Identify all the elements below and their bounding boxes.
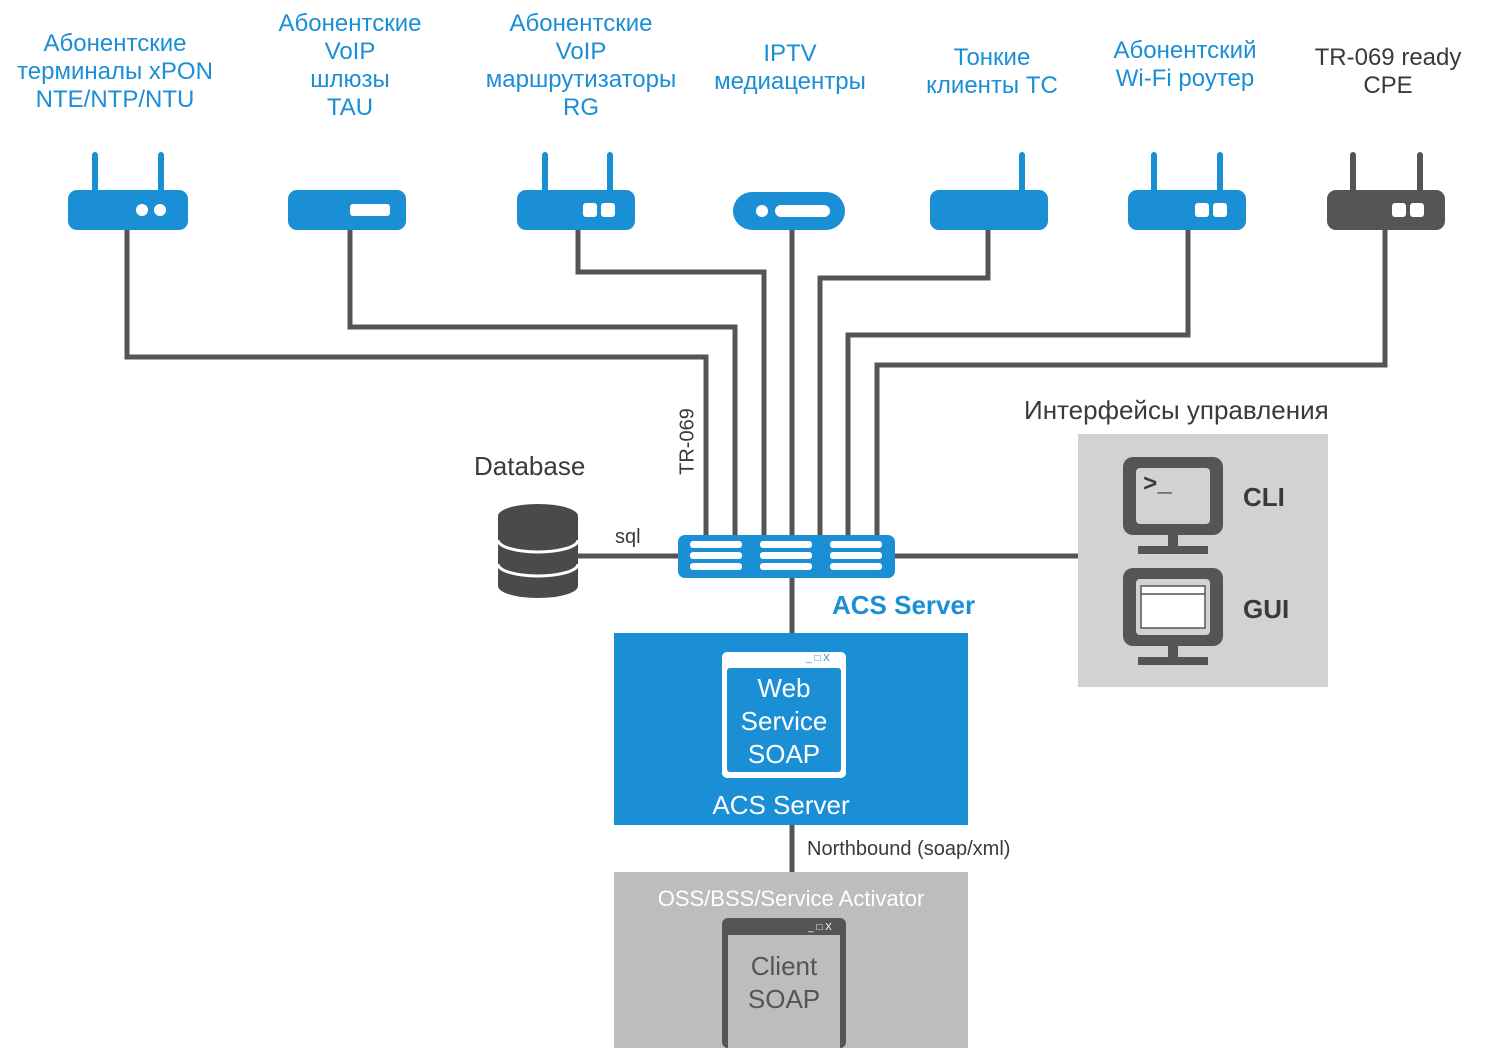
- wifi-router-icon: [1128, 152, 1246, 230]
- client-soap-window-controls: _ □ X: [808, 922, 832, 933]
- line-tc: [817, 228, 991, 540]
- client-soap-window: [722, 918, 846, 1048]
- management-title: Интерфейсы управления: [1024, 395, 1329, 425]
- database-icon: [496, 504, 580, 598]
- database-label: Database: [474, 451, 586, 481]
- voip-gateway-icon: [288, 190, 406, 230]
- tr069-label: TR-069: [676, 408, 699, 475]
- gui-monitor-icon: [1123, 568, 1223, 665]
- line-cpe: [874, 228, 1388, 540]
- acs-switch-icon: [678, 535, 895, 578]
- xpon-router-icon: [68, 152, 188, 230]
- voip-router-icon: [517, 152, 635, 230]
- cli-prompt: >_: [1143, 472, 1172, 499]
- cli-label: CLI: [1243, 482, 1285, 512]
- web-service-window-controls: _ □ X: [806, 653, 830, 664]
- line-wifi: [845, 228, 1191, 540]
- connection-lines: [124, 228, 1388, 872]
- iptv-mediacenter-icon: [733, 192, 845, 230]
- line-tau: [347, 228, 738, 540]
- northbound-label: Northbound (soap/xml): [807, 838, 1011, 860]
- cli-monitor-icon: [1123, 457, 1223, 554]
- line-xpon: [124, 228, 709, 540]
- cpe-router-icon: [1327, 152, 1445, 230]
- gui-label: GUI: [1243, 594, 1290, 624]
- thin-client-icon: [930, 152, 1048, 230]
- web-service-window: [722, 652, 846, 778]
- line-rg: [575, 228, 767, 540]
- sql-label: sql: [615, 526, 641, 548]
- acs-server-title: ACS Server: [712, 790, 850, 820]
- oss-box-title: OSS/BSS/Service Activator: [657, 886, 925, 911]
- acs-switch-label: ACS Server: [832, 590, 976, 620]
